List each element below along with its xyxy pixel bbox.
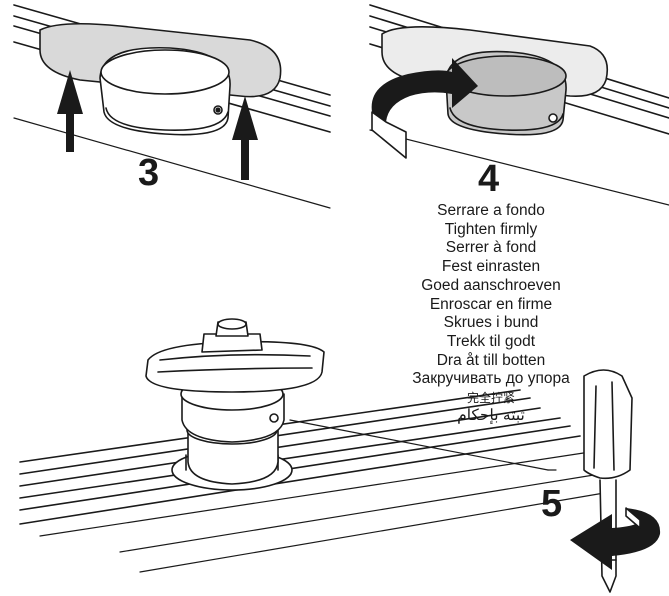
caption-arabic: ثبته بإحكام: [457, 407, 525, 425]
up-arrow-icon: [232, 96, 258, 180]
caption-russian: Закручивать до упора: [412, 370, 570, 388]
caption-spanish: Enroscar en firme: [429, 295, 553, 313]
step-number-4: 4: [478, 158, 500, 200]
rotate-arrow-icon: [570, 507, 661, 570]
caption-swedish: Dra åt till botten: [436, 351, 546, 369]
caption-chinese: 完全拧紧: [466, 391, 515, 406]
caption-english: Tighten firmly: [444, 220, 538, 238]
caption-french: Serrer à fond: [445, 239, 537, 257]
instruction-captions: Serrare a fondo Tighten firmly Serrer à …: [380, 202, 602, 426]
panel-step-3: [13, 4, 331, 209]
caption-danish: Skrues i bund: [443, 314, 539, 332]
rotate-arrow-icon: [371, 58, 478, 159]
panel-step-5: [19, 318, 611, 573]
caption-german: Fest einrasten: [441, 258, 541, 276]
caption-italian: Serrare a fondo: [437, 202, 545, 219]
up-arrow-icon: [57, 70, 83, 152]
caption-dutch: Goed aanschroeven: [421, 276, 561, 294]
step-number-3: 3: [138, 152, 160, 194]
caption-norwegian: Trekk til godt: [446, 332, 536, 350]
step-number-5: 5: [541, 483, 563, 525]
panel-step-4: [369, 4, 669, 206]
